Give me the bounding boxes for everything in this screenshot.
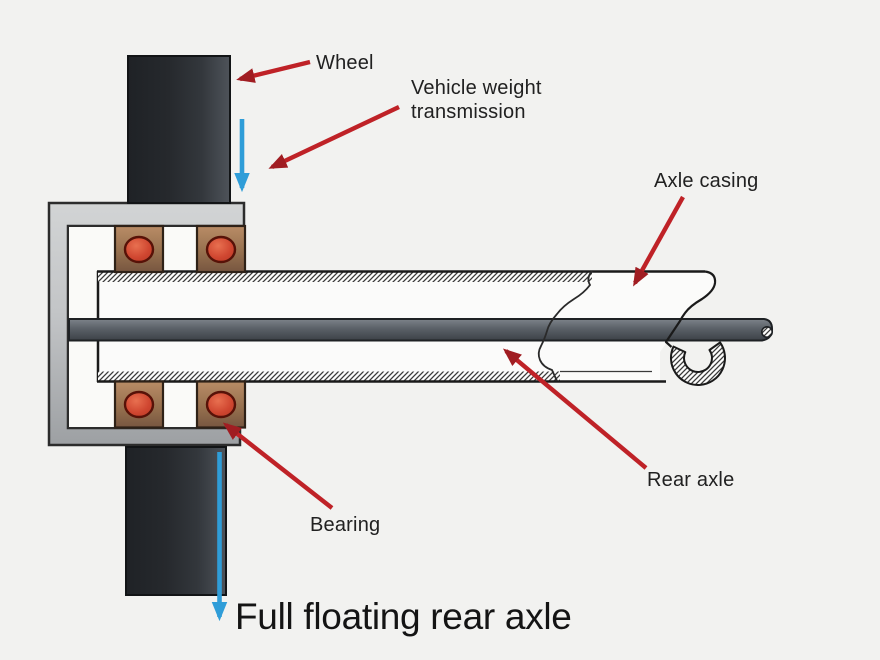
bearing-bottom-right bbox=[195, 380, 247, 429]
vehicle-weight-label: Vehicle weight transmission bbox=[411, 76, 542, 124]
rear-axle-shaft bbox=[68, 318, 774, 342]
bearing-roller bbox=[205, 235, 237, 264]
bearing-roller bbox=[123, 235, 155, 264]
bearing-label: Bearing bbox=[310, 514, 381, 536]
shaft-end-face bbox=[760, 325, 773, 338]
bearing-top-left bbox=[113, 224, 165, 274]
casing-end-curl bbox=[669, 341, 726, 386]
vehicle-weight-label-line1: Vehicle weight bbox=[411, 77, 542, 99]
vehicle-weight-pointer-arrow bbox=[268, 105, 400, 169]
wheel-upper bbox=[127, 55, 231, 204]
rear-axle-pointer-arrow bbox=[502, 348, 648, 470]
axle-casing-pointer-arrow bbox=[633, 195, 685, 287]
wheel-label: Wheel bbox=[316, 52, 374, 74]
casing-break-line bbox=[537, 270, 593, 382]
bearing-pointer-arrow bbox=[222, 422, 334, 510]
bearing-top-right bbox=[195, 224, 247, 274]
casing-end-curve bbox=[664, 270, 717, 348]
axle-casing-end-interior bbox=[660, 272, 716, 352]
bearing-roller bbox=[123, 390, 155, 419]
bearing-bottom-left bbox=[113, 380, 165, 429]
wheel-hub-flange bbox=[47, 201, 246, 447]
wheel-pointer-arrow bbox=[236, 59, 311, 83]
wheel-lower bbox=[125, 446, 227, 596]
casing-top-wall-hatch bbox=[98, 272, 592, 282]
bearing-roller bbox=[205, 390, 237, 419]
vehicle-weight-label-line2: transmission bbox=[411, 101, 526, 123]
axle-casing-label: Axle casing bbox=[654, 170, 759, 192]
casing-bottom-wall-hatch bbox=[98, 371, 560, 381]
rear-axle-label: Rear axle bbox=[647, 469, 735, 491]
diagram-title: Full floating rear axle bbox=[235, 596, 572, 637]
